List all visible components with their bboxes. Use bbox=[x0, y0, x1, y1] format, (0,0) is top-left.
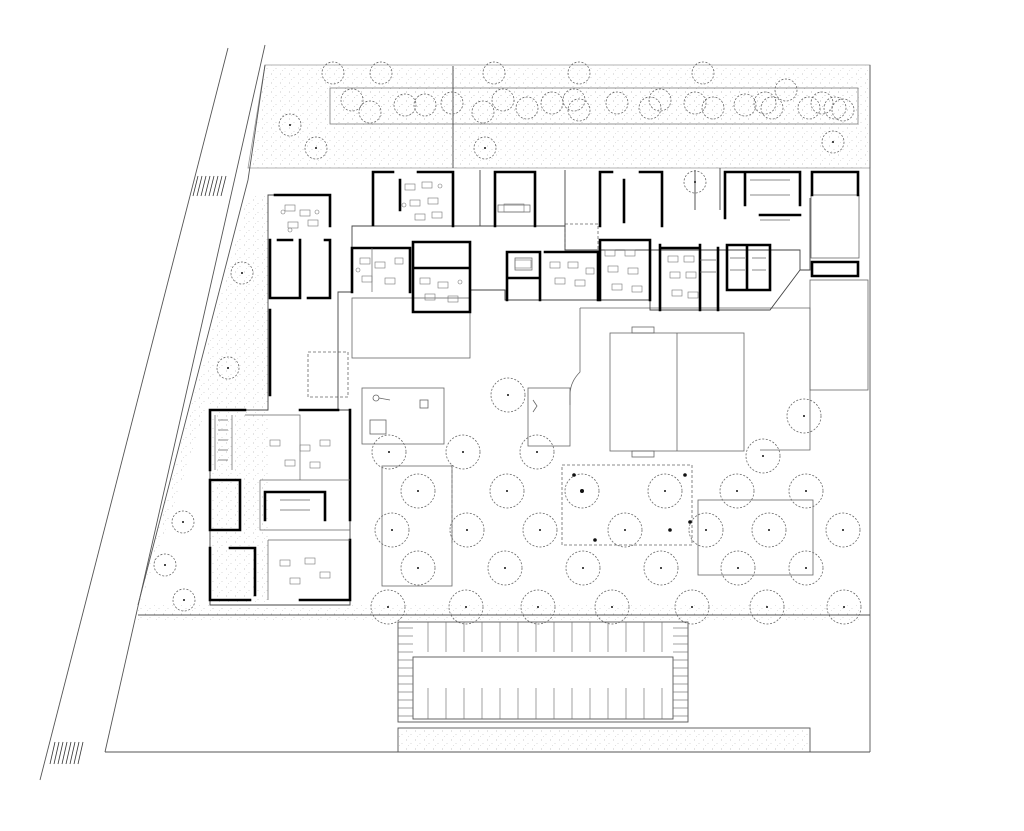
planted-areas bbox=[133, 64, 871, 753]
roads bbox=[39, 44, 871, 781]
outdoor-areas bbox=[307, 194, 869, 587]
crosswalk-north bbox=[192, 175, 227, 197]
hedge-bed bbox=[329, 87, 859, 125]
walls bbox=[208, 170, 860, 602]
parking-south-bed bbox=[397, 727, 811, 753]
play-area bbox=[361, 387, 445, 445]
furniture bbox=[269, 181, 699, 585]
sand-area bbox=[527, 387, 571, 447]
parking-lot bbox=[397, 621, 689, 723]
crosswalk-south bbox=[49, 741, 84, 765]
south-planting-strip bbox=[133, 605, 860, 620]
partitions bbox=[214, 179, 790, 600]
trees bbox=[153, 61, 862, 625]
west-planting-strip bbox=[138, 195, 268, 610]
tree-trunks bbox=[164, 124, 845, 608]
